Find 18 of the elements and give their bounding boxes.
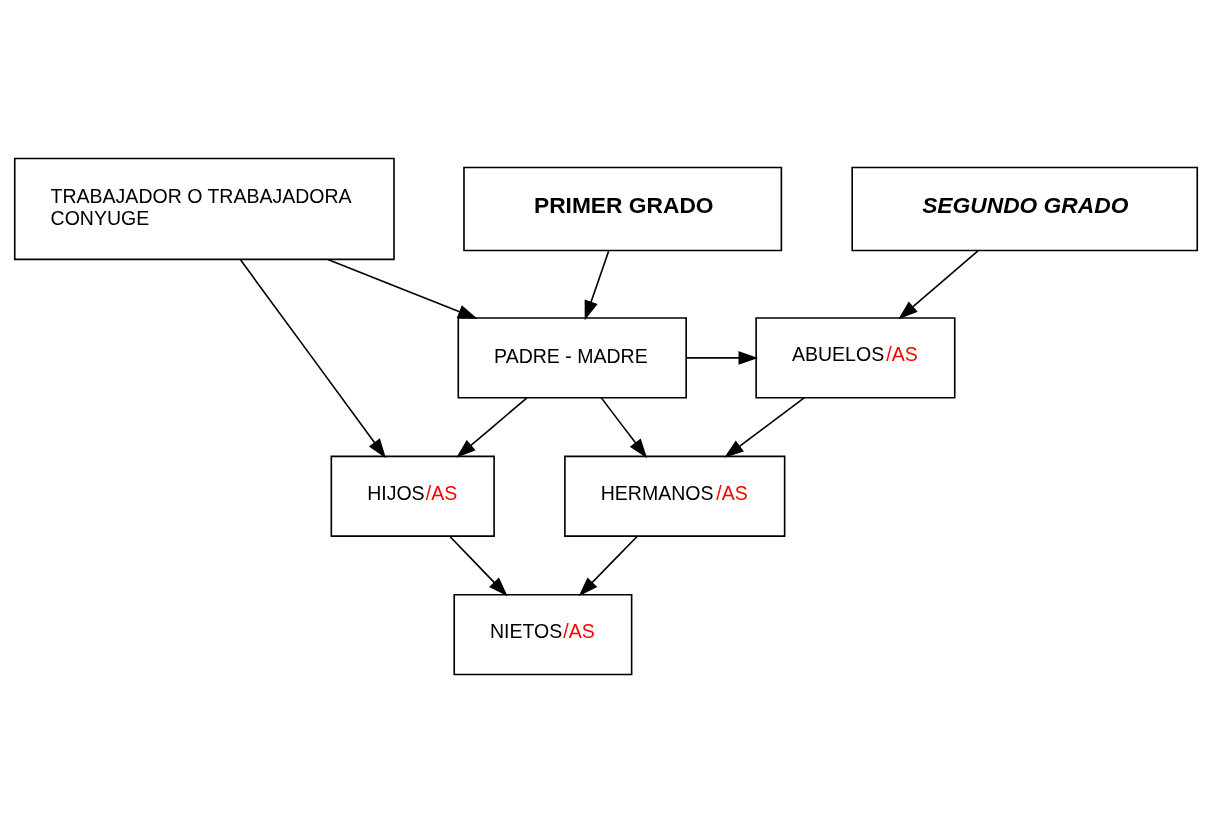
arrow (448, 534, 508, 596)
node-box: PADRE - MADRE (457, 316, 687, 399)
node-box: SEGUNDO GRADO (851, 166, 1199, 251)
arrow (724, 396, 805, 458)
arrow (456, 396, 528, 458)
arrow (685, 350, 759, 365)
node-box: TRABAJADOR O TRABAJADORA CONYUGE (13, 157, 395, 260)
node-box: ABUELOS/AS (755, 316, 956, 399)
node-box: HIJOS/AS (330, 455, 495, 537)
node-box: PRIMER GRADO (463, 166, 783, 251)
arrow (600, 396, 648, 458)
arrow (584, 249, 610, 320)
node-box: NIETOS/AS (453, 593, 633, 675)
arrow (578, 534, 639, 596)
arrow (898, 249, 979, 319)
arrow (327, 258, 478, 319)
arrow (239, 258, 386, 458)
node-box: HERMANOS/AS (564, 455, 786, 537)
